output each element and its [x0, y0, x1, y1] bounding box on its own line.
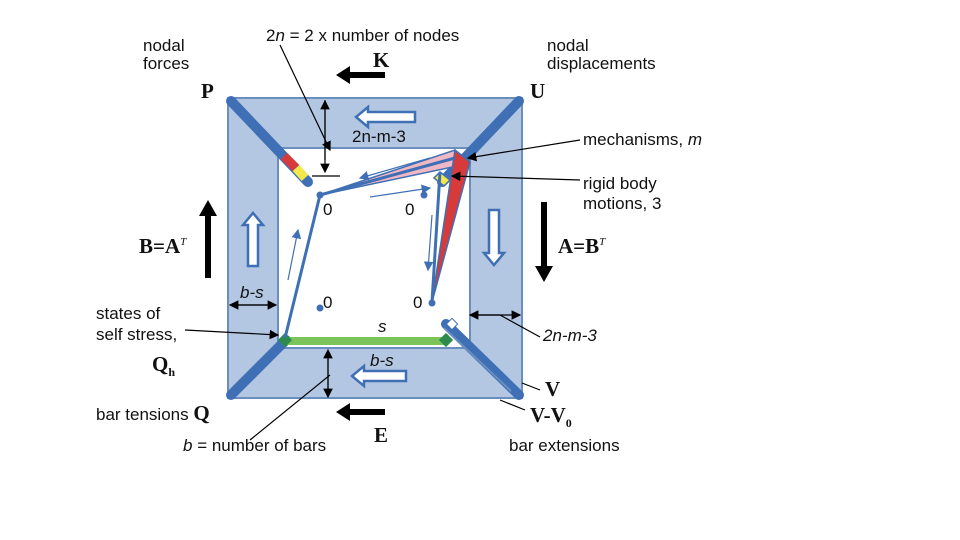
displacements-U-label: U [530, 79, 546, 103]
V-minus-V0-label: V-V0 [530, 403, 572, 431]
nodal-displacements-label: nodal displacements [547, 36, 656, 73]
forces-P-label: P [201, 79, 214, 103]
hollow-arrows [240, 104, 507, 389]
states-label-1: states of [96, 304, 161, 323]
A-equals-BT-label: A=BT [558, 234, 606, 258]
right-dimension-label: 2n-m-3 [543, 326, 597, 345]
pointer-lines [184, 44, 581, 441]
bar-extensions-label: bar extensions [509, 436, 620, 455]
top-dimension-label: 2n-m-3 [352, 127, 406, 146]
zero-label-3: 0 [323, 293, 333, 312]
E-label: E [374, 423, 389, 447]
zero-label-2: 0 [405, 200, 415, 219]
black-arrows [199, 66, 553, 421]
number-of-bars-label: b = number of bars [183, 436, 327, 455]
zero-label-1: 0 [323, 200, 333, 219]
rigid-body-label-1: rigid body [583, 174, 657, 193]
origin-dots [316, 191, 436, 312]
bar-tensions-label: bar tensions Q [96, 401, 210, 425]
b-s-bottom-label: b-s [370, 351, 394, 370]
V-label: V [545, 377, 561, 401]
inner-maps [283, 156, 456, 339]
Qh-label: Qh [152, 352, 176, 380]
stiffness-K-label: K [373, 48, 390, 72]
b-s-left-label: b-s [240, 283, 264, 302]
nodes-equation: 2n = 2 x number of nodes [266, 26, 460, 45]
states-label-2: self stress, [96, 325, 178, 344]
B-equals-AT-label: B=AT [139, 234, 187, 258]
s-label: s [378, 317, 387, 336]
mechanisms-label: mechanisms, m [583, 130, 703, 149]
nodal-forces-label: nodal forces [143, 36, 190, 73]
rigid-body-label-2: motions, 3 [583, 194, 662, 213]
zero-label-4: 0 [413, 293, 423, 312]
